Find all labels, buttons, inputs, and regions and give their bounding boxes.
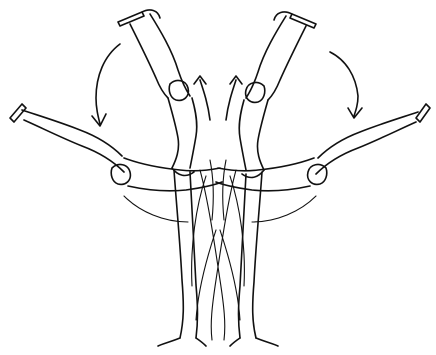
right-upright-figure [230,12,316,346]
left-upright-figure [118,10,206,346]
right-bent-figure [216,104,430,222]
motion-arrow-right [330,52,362,118]
motion-arrow-center-left [226,76,242,120]
motion-arrow-left [92,44,120,126]
motion-arrow-center-right [194,76,210,120]
